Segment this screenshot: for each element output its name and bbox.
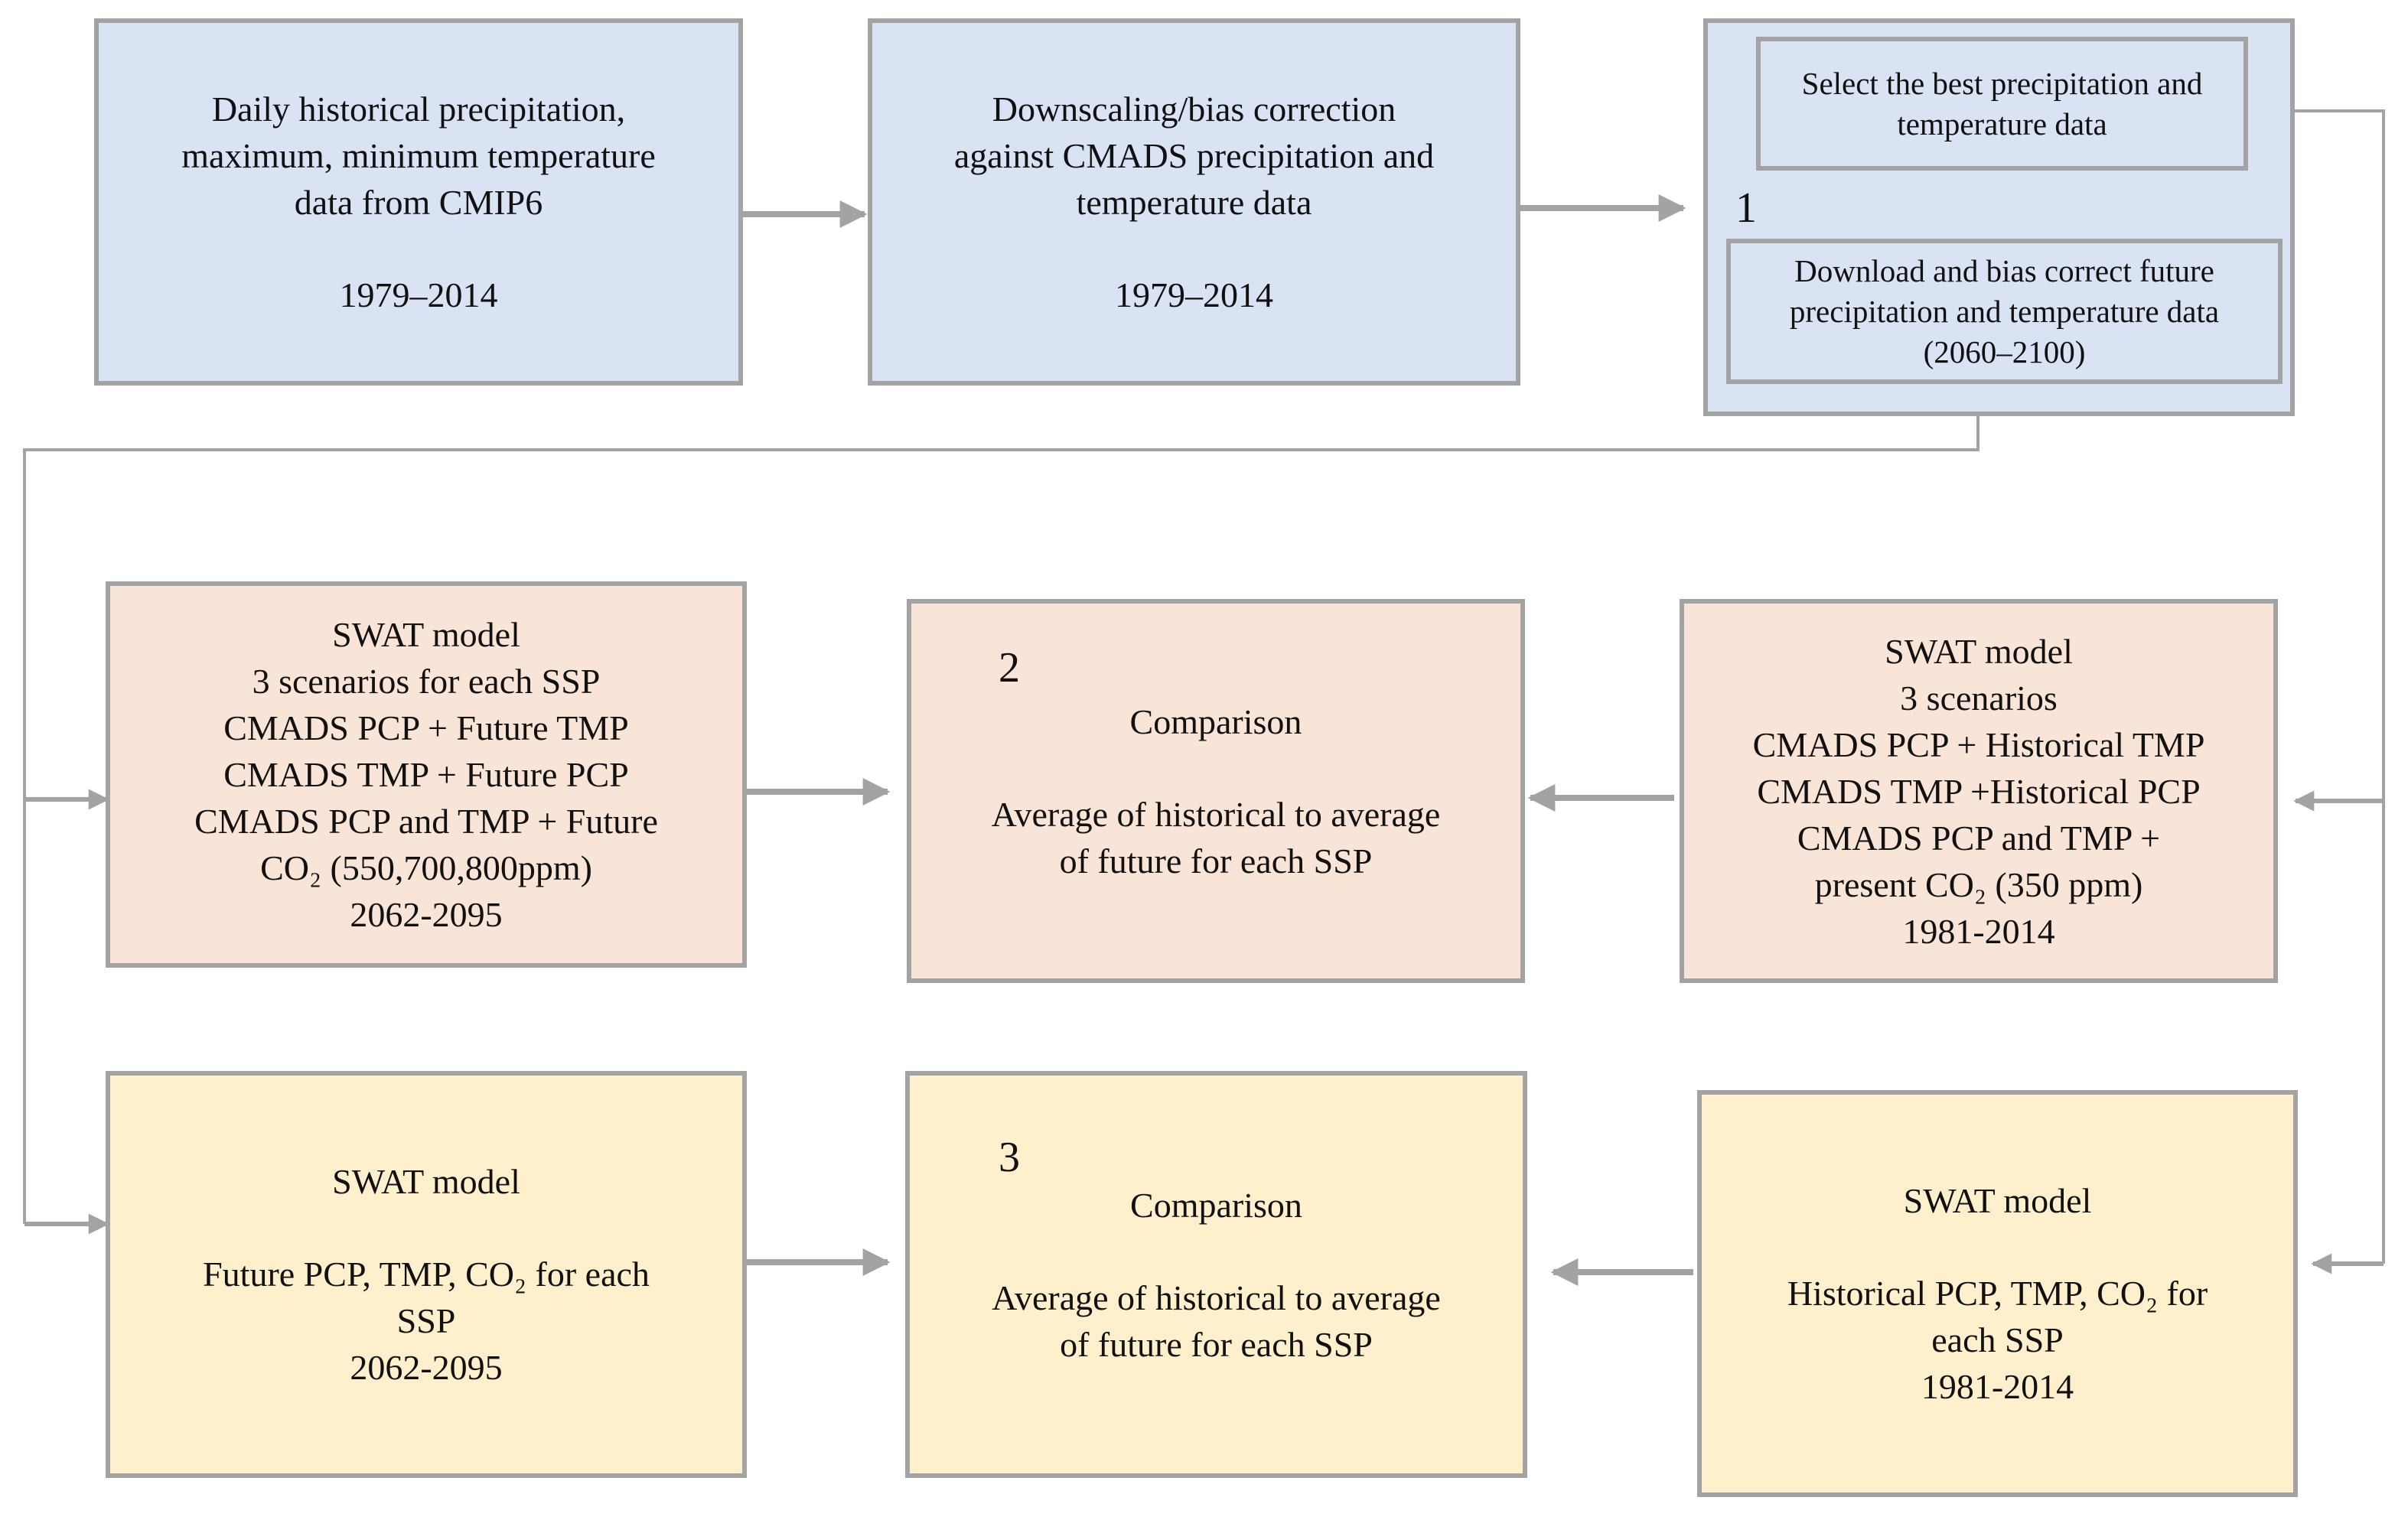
step-number-2: 2 [999,644,1020,692]
comparison-3-line-2: of future for each SSP [1060,1324,1373,1364]
downscaling-line-3: temperature data [1076,183,1312,222]
swat-future-scenarios-box: SWAT model 3 scenarios for each SSP CMAD… [106,581,747,968]
swat-hist-scen-line-3: CMADS PCP + Historical TMP [1752,724,2205,764]
swat-historical-box: SWAT model Historical PCP, TMP, CO₂ for … [1697,1090,2298,1497]
cmip6-years: 1979–2014 [339,275,498,314]
step-number-3: 3 [999,1134,1020,1181]
swat-hist-scen-line-2: 3 scenarios [1900,678,2058,718]
swat-future-scen-line-5: CMADS PCP and TMP + Future [194,802,658,841]
cmip6-data-box: Daily historical precipitation, maximum,… [94,18,743,386]
select-line-2: temperature data [1897,106,2107,142]
comparison-2-box: Comparison Average of historical to aver… [907,599,1525,983]
download-line-3: (2060–2100) [1923,334,2086,369]
swat-hist-scen-line-6: present CO₂ (350 ppm) [1814,864,2143,904]
swat-future-scen-line-1: SWAT model [332,615,520,654]
downscaling-line-1: Downscaling/bias correction [992,90,1396,129]
swat-hist-line-3: 1981-2014 [1921,1367,2074,1406]
swat-hist-scen-line-4: CMADS TMP +Historical PCP [1757,771,2201,811]
swat-future-line-1: Future PCP, TMP, CO₂ for each [203,1255,650,1294]
swat-future-scen-line-3: CMADS PCP + Future TMP [223,708,629,747]
swat-future-scen-line-7: 2062-2095 [350,895,503,934]
cmip6-line-1: Daily historical precipitation, [211,90,626,129]
downscaling-box: Downscaling/bias correction against CMAD… [868,18,1520,386]
swat-future-line-2: SSP [396,1301,456,1340]
swat-future-line-3: 2062-2095 [350,1348,503,1387]
comparison-2-line-1: Average of historical to average [991,794,1441,834]
swat-hist-scen-line-5: CMADS PCP and TMP + [1797,818,2161,858]
download-line-1: Download and bias correct future [1794,252,2214,288]
swat-hist-title: SWAT model [1903,1181,2092,1220]
comparison-2-title: Comparison [1129,701,1302,741]
step-number-1: 1 [1735,184,1757,232]
downscaling-line-2: against CMADS precipitation and [953,136,1435,175]
cmip6-line-2: maximum, minimum temperature [181,136,656,175]
download-bias-correct-box: Download and bias correct future precipi… [1726,239,2283,384]
downscaling-years: 1979–2014 [1115,275,1273,314]
swat-future-box: SWAT model Future PCP, TMP, CO₂ for each… [106,1071,747,1478]
connector-download-to-left [23,382,1980,1224]
swat-hist-line-2: each SSP [1931,1320,2064,1359]
swat-hist-scen-line-1: SWAT model [1885,631,2073,671]
swat-hist-scen-line-7: 1981-2014 [1902,911,2055,951]
cmip6-line-3: data from CMIP6 [294,183,543,222]
swat-future-scen-line-6: CO₂ (550,700,800ppm) [260,848,592,887]
download-line-2: precipitation and temperature data [1789,293,2220,329]
swat-hist-line-1: Historical PCP, TMP, CO₂ for [1787,1274,2208,1313]
swat-future-scen-line-2: 3 scenarios for each SSP [252,662,601,701]
comparison-3-line-1: Average of historical to average [992,1278,1441,1317]
select-best-data-box: Select the best precipitation and temper… [1756,37,2248,171]
comparison-3-box: Comparison Average of historical to aver… [905,1071,1527,1478]
swat-future-title: SWAT model [332,1162,520,1201]
swat-historical-scenarios-box: SWAT model 3 scenarios CMADS PCP + Histo… [1680,599,2278,983]
select-line-1: Select the best precipitation and [1801,65,2203,101]
swat-future-scen-line-4: CMADS TMP + Future PCP [223,755,629,794]
comparison-3-title: Comparison [1130,1185,1302,1225]
comparison-2-line-2: of future for each SSP [1059,841,1373,880]
